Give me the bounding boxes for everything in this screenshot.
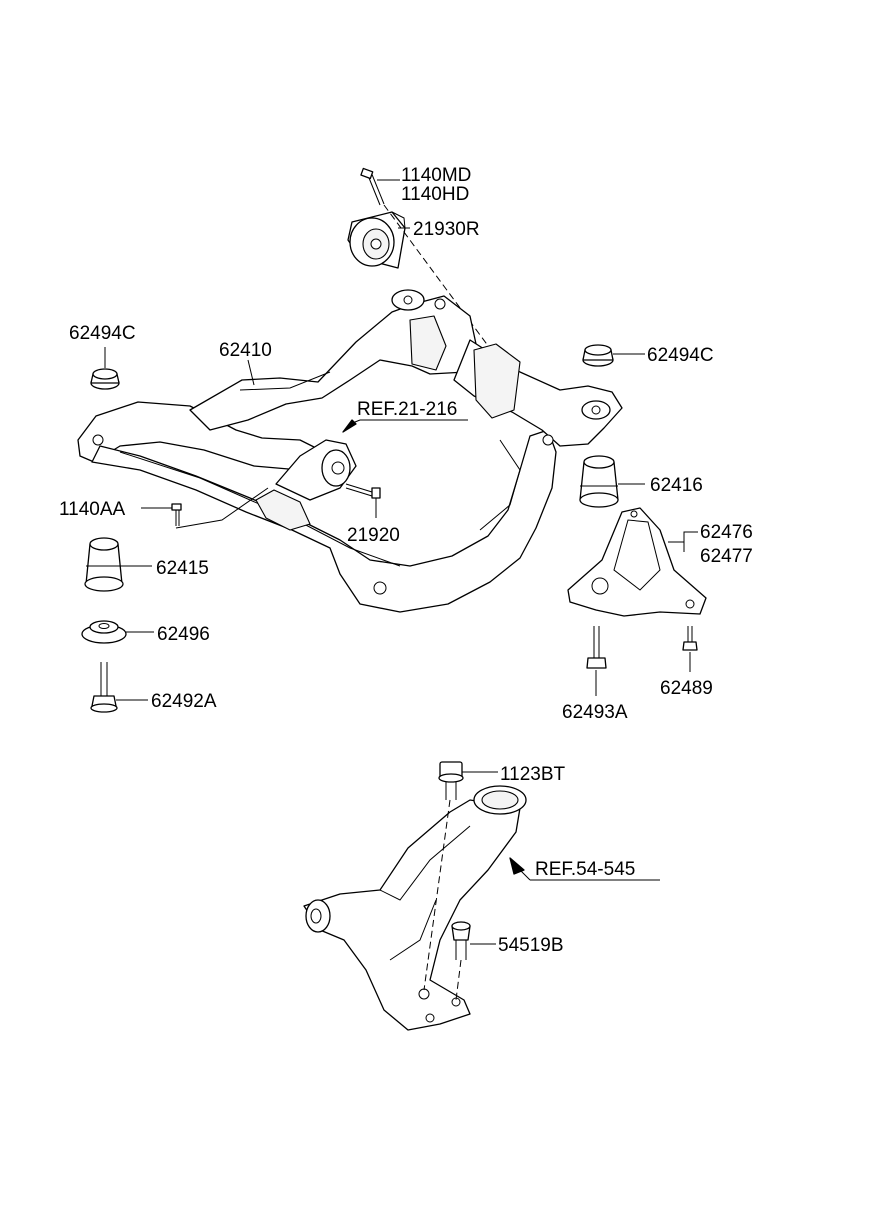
bolt-62493a <box>586 626 607 669</box>
label-62492a: 62492A <box>151 691 217 712</box>
label-62416: 62416 <box>650 475 703 496</box>
label-54519b: 54519B <box>498 935 564 956</box>
washer-62496 <box>81 620 127 644</box>
bolt-62492a <box>90 662 118 713</box>
label-62494c-right: 62494C <box>647 345 714 366</box>
dash-line-1123bt <box>423 799 451 991</box>
leader-ref54545 <box>515 865 531 881</box>
bushing-cap-62494c-left <box>90 368 120 390</box>
engine-mount-21930r <box>347 211 406 269</box>
front-engine-mount-ref21216 <box>255 439 357 531</box>
bushing-62416 <box>579 455 619 508</box>
leader-ref21216 <box>349 419 361 425</box>
label-62494c-left: 62494C <box>69 323 136 344</box>
bolt-21920 <box>345 483 381 499</box>
bolt-1140md <box>360 167 385 206</box>
label-62415: 62415 <box>156 558 209 579</box>
label-1123bt: 1123BT <box>500 764 566 785</box>
label-62477: 62477 <box>700 546 753 567</box>
subframe-62410 <box>77 289 623 613</box>
label-ref21216: REF.21-216 <box>357 399 457 420</box>
lower-control-arm-ref54545 <box>303 785 527 1031</box>
bolt-62489 <box>682 626 698 651</box>
bracket-62476-62477 <box>567 507 707 617</box>
label-62489: 62489 <box>660 678 713 699</box>
label-62476: 62476 <box>700 522 753 543</box>
leader-62410 <box>247 359 255 386</box>
bushing-62415 <box>84 537 124 592</box>
bushing-cap-62494c-right <box>582 344 614 367</box>
leader-62476 <box>668 531 698 543</box>
arrow-ref21216 <box>342 419 357 433</box>
bolt-1123bt <box>438 761 464 800</box>
label-1140aa: 1140AA <box>59 499 126 520</box>
dash-line-54519b <box>455 959 462 1001</box>
label-ref54545: REF.54-545 <box>535 859 635 880</box>
label-1140md: 1140MD <box>401 165 471 186</box>
label-21930r: 21930R <box>413 219 480 240</box>
label-21920: 21920 <box>347 525 400 546</box>
ball-joint-pin-54519b <box>451 921 471 960</box>
label-1140hd: 1140HD <box>401 184 469 205</box>
label-62496: 62496 <box>157 624 210 645</box>
label-62410: 62410 <box>219 340 272 361</box>
pointer-1140aa <box>175 487 269 529</box>
bolt-1140aa <box>171 503 182 526</box>
label-62493a: 62493A <box>562 702 628 723</box>
